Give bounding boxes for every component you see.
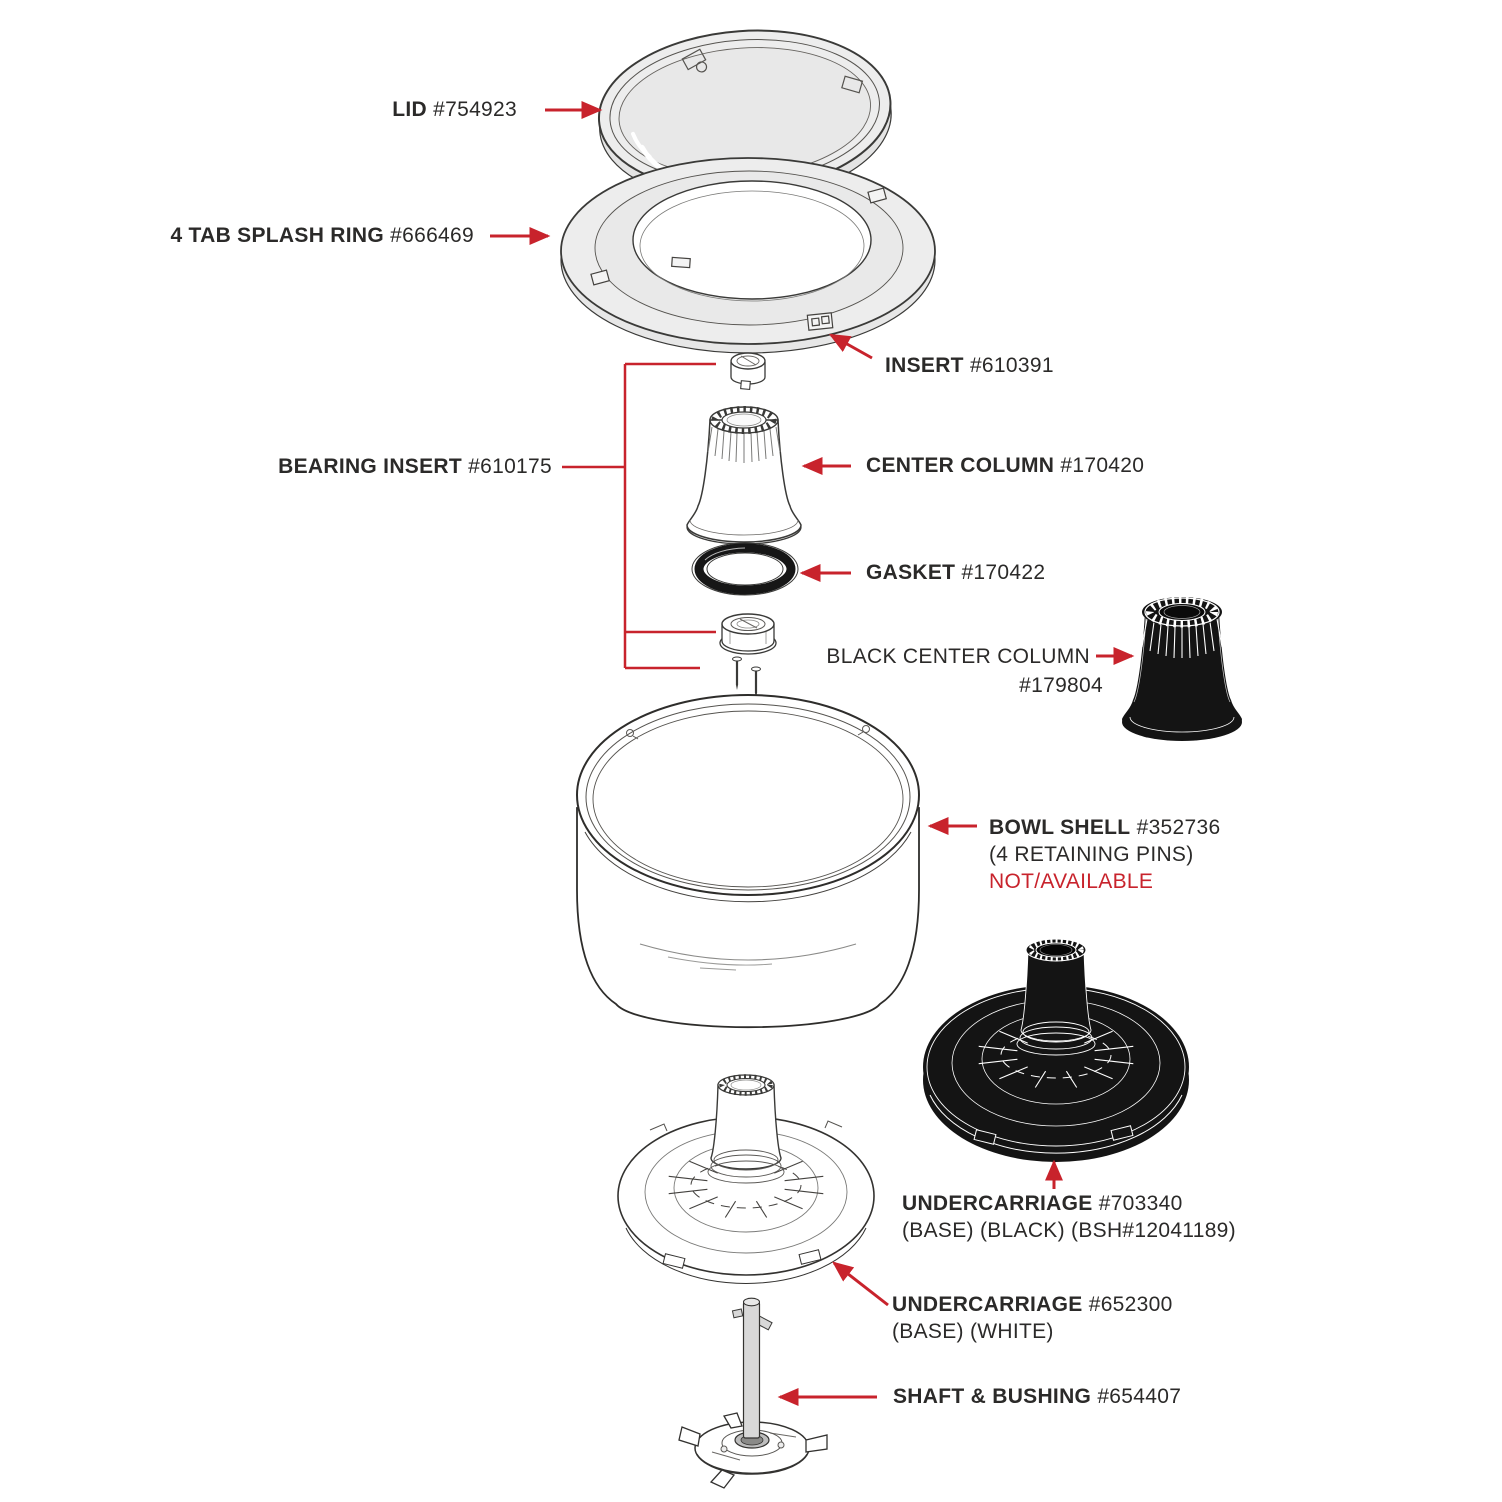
splash-ring-drawing: [560, 157, 936, 354]
center-column-label: CENTER COLUMN #170420: [866, 452, 1144, 479]
shaft-bushing-label: SHAFT & BUSHING #654407: [893, 1383, 1181, 1410]
bearing-pins: [732, 656, 761, 698]
undercarriage-white-label-number: #652300: [1088, 1293, 1173, 1316]
bowl-shell-label-number: #352736: [1136, 816, 1221, 839]
splash-ring-label-number: #666469: [390, 224, 474, 247]
center-column-label-name: CENTER COLUMN: [866, 454, 1055, 477]
insert-label-number: #610391: [969, 354, 1054, 377]
insert-label-name: INSERT: [885, 354, 964, 377]
undercarriage-white-label: UNDERCARRIAGE #652300 (BASE) (WHITE): [892, 1291, 1173, 1345]
splash-ring-label: 4 TAB SPLASH RING #666469: [170, 222, 474, 249]
undercarriage-white-drawing: [617, 1074, 875, 1284]
black-center-column-label-number: #179804: [1019, 674, 1103, 697]
bowl-shell-label-name: BOWL SHELL: [989, 816, 1131, 839]
splash-ring-label-name: 4 TAB SPLASH RING: [170, 224, 384, 247]
lid-label: LID #754923: [392, 96, 517, 123]
bearing-insert-nut: [719, 613, 777, 655]
center-column-label-number: #170420: [1060, 454, 1145, 477]
undercarriage-black-label-note: (BASE) (BLACK) (BSH#12041189): [902, 1219, 1236, 1242]
lid-label-name: LID: [392, 98, 427, 121]
bearing-insert-bracket: [562, 362, 716, 670]
undercarriage-black-label-number: #703340: [1098, 1192, 1183, 1215]
gasket-label: GASKET #170422: [866, 559, 1045, 586]
insert-label: INSERT #610391: [885, 352, 1054, 379]
bowl-shell-label-note: (4 RETAINING PINS): [989, 843, 1194, 866]
bearing-insert-label-number: #610175: [468, 455, 552, 478]
undercarriage-white-label-note: (BASE) (WHITE): [892, 1320, 1054, 1343]
bearing-insert-label: BEARING INSERT #610175: [278, 453, 552, 480]
bowl-shell-availability: NOT/AVAILABLE: [989, 870, 1154, 893]
shaft-bushing-label-name: SHAFT & BUSHING: [893, 1385, 1092, 1408]
black-center-column-label: BLACK CENTER COLUMN: [826, 643, 1090, 670]
center-column-drawing: [686, 406, 802, 545]
bowl-shell-drawing: [576, 694, 920, 1029]
undercarriage-black-drawing: [923, 938, 1189, 1162]
gasket-label-number: #170422: [961, 561, 1046, 584]
undercarriage-black-label: UNDERCARRIAGE #703340 (BASE) (BLACK) (BS…: [902, 1190, 1236, 1244]
gasket-label-name: GASKET: [866, 561, 956, 584]
undercarriage-white-arrow: [832, 1261, 889, 1307]
undercarriage-white-label-name: UNDERCARRIAGE: [892, 1293, 1083, 1316]
shaft-bushing-label-number: #654407: [1097, 1385, 1182, 1408]
gasket-drawing: [691, 542, 799, 596]
splash-ring-tabs: [590, 187, 888, 331]
black-center-column-label-name: BLACK CENTER COLUMN: [826, 645, 1090, 668]
bearing-insert-top: [730, 352, 766, 391]
bowl-shell-label: BOWL SHELL #352736 (4 RETAINING PINS) NO…: [989, 814, 1220, 895]
lid-label-number: #754923: [433, 98, 517, 121]
shaft-bushing-drawing: [678, 1297, 828, 1489]
bearing-insert-label-name: BEARING INSERT: [278, 455, 462, 478]
insert-arrow: [828, 333, 873, 360]
insert-tab: [806, 312, 834, 331]
lid-drawing: [597, 29, 892, 203]
black-center-column-drawing: [1122, 596, 1242, 743]
undercarriage-black-label-name: UNDERCARRIAGE: [902, 1192, 1093, 1215]
